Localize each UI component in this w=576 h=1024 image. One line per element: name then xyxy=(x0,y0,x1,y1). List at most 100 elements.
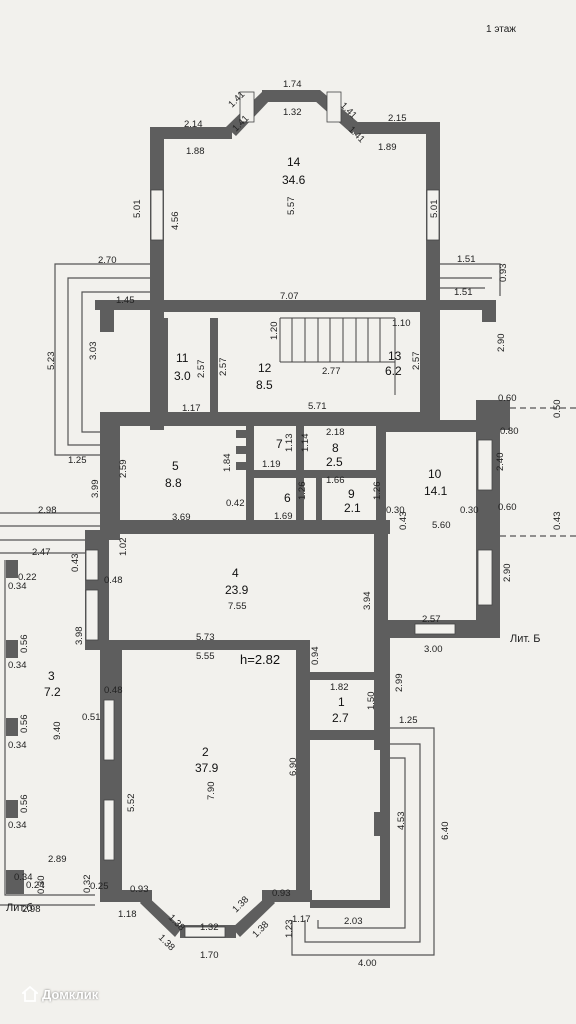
dimension-label: 3.99 xyxy=(90,480,101,499)
dimension-label: 1.02 xyxy=(118,538,129,557)
room-area: 14.1 xyxy=(424,484,448,498)
room-area: 8.5 xyxy=(256,378,273,392)
dimension-label: 2.70 xyxy=(98,255,117,266)
dimension-label: 0.43 xyxy=(398,512,409,531)
dimension-label: 2.03 xyxy=(344,916,363,927)
dimension-label: 2.90 xyxy=(496,334,507,353)
room-area: 7.2 xyxy=(44,685,61,699)
dimension-label: 1.25 xyxy=(68,455,87,466)
room-number: 14 xyxy=(287,155,301,169)
room-number: 4 xyxy=(232,566,239,580)
dimension-label: 0.48 xyxy=(104,685,123,696)
dimension-label: 3.03 xyxy=(88,342,99,361)
dimension-label: 0.22 xyxy=(18,572,37,583)
dimension-label: 2.47 xyxy=(32,547,51,558)
dimension-label: 1.18 xyxy=(118,909,137,920)
dimension-label: 5.01 xyxy=(429,200,440,219)
dimension-label: 1.19 xyxy=(262,459,281,470)
dimension-label: 1.88 xyxy=(186,146,205,157)
dimension-label: 5.73 xyxy=(196,632,215,643)
domclick-logo-icon xyxy=(22,986,38,1002)
dimension-label: 1.26 xyxy=(372,482,383,501)
dimension-label: 5.23 xyxy=(46,352,57,371)
dimension-label: 2.18 xyxy=(326,427,345,438)
dimension-label: 0.34 xyxy=(8,740,27,751)
dimension-label: 0.48 xyxy=(104,575,123,586)
dimension-label: 1.70 xyxy=(200,950,219,961)
dimension-label: 0.56 xyxy=(19,715,30,734)
room-area: 23.9 xyxy=(225,583,249,597)
dimension-label: 3.94 xyxy=(362,592,373,611)
dimension-label: 4.56 xyxy=(170,212,181,231)
dimension-label: 2.98 xyxy=(22,904,41,915)
dimension-label: 2.59 xyxy=(118,460,129,479)
dimension-label: 0.34 xyxy=(8,660,27,671)
dimension-label: 2.77 xyxy=(322,366,341,377)
dimension-label: 1.69 xyxy=(274,511,293,522)
dimension-label: 5.01 xyxy=(132,200,143,219)
dimension-label: 5.55 xyxy=(196,651,215,662)
dimension-label: 1.74 xyxy=(283,79,302,90)
room-number: 9 xyxy=(348,487,355,501)
dimension-label: 0.32 xyxy=(82,875,93,894)
dimension-label: 2.57 xyxy=(196,360,207,379)
dimension-label: 2.14 xyxy=(184,119,203,130)
room-area: 8.8 xyxy=(165,476,182,490)
dimension-label: 2.57 xyxy=(411,352,422,371)
dimension-label: 0.50 xyxy=(552,400,563,419)
dimension-label: 1.38 xyxy=(230,894,251,915)
dimension-label: 1.51 xyxy=(454,287,473,298)
dimension-label: 2.57 xyxy=(218,358,229,377)
dimension-label: 2.15 xyxy=(388,113,407,124)
room-number: 2 xyxy=(202,745,209,759)
dimension-label: 1.84 xyxy=(222,454,233,473)
dimension-label: 2.98 xyxy=(38,505,57,516)
dimension-label: 3.69 xyxy=(172,512,191,523)
dimension-label: 2.89 xyxy=(48,854,67,865)
dimension-label: 6.90 xyxy=(288,758,299,777)
room-labels: 14 34.6 11 3.0 12 8.5 13 6.2 5 8.8 7 8 2… xyxy=(44,155,448,775)
porch-outlines xyxy=(0,263,576,956)
room-area: 37.9 xyxy=(195,761,219,775)
dimension-label: 1.89 xyxy=(378,142,397,153)
dimension-label: 0.56 xyxy=(19,795,30,814)
dimension-label: 6.40 xyxy=(440,822,451,841)
room-number: 6 xyxy=(284,491,291,505)
room-number: 13 xyxy=(388,349,402,363)
dimension-label: 5.57 xyxy=(286,197,297,216)
dimension-label: 0.34 xyxy=(8,581,27,592)
dimension-label: 1.17 xyxy=(182,403,201,414)
dimension-label: 4.53 xyxy=(396,812,407,831)
room-number: 1 xyxy=(338,695,345,709)
dimension-label: 0.43 xyxy=(70,554,81,573)
dimension-label: 1.32 xyxy=(283,107,302,118)
dimension-label: 1.25 xyxy=(399,715,418,726)
room-number: 3 xyxy=(48,669,55,683)
room-number: 5 xyxy=(172,459,179,473)
dimension-label: 3.00 xyxy=(424,644,443,655)
dimension-label: 0.43 xyxy=(552,512,563,531)
room-area: 2.7 xyxy=(332,711,349,725)
floor-label: 1 этаж xyxy=(486,24,516,35)
windows xyxy=(85,91,493,938)
room-area: 2.1 xyxy=(344,501,361,515)
room-area: 34.6 xyxy=(282,173,306,187)
dimension-label: 1.82 xyxy=(330,682,349,693)
porch-label: Лит.б xyxy=(6,902,33,914)
dimension-label: 5.60 xyxy=(432,520,451,531)
room-number: 10 xyxy=(428,467,442,481)
staircase xyxy=(279,317,396,395)
dimension-label: 0.51 xyxy=(82,712,101,723)
dimension-label: 3.98 xyxy=(74,627,85,646)
dimension-label: 0.56 xyxy=(19,635,30,654)
dimension-label: 7.55 xyxy=(228,601,247,612)
room-area: 3.0 xyxy=(174,369,191,383)
dimension-label: 0.34 xyxy=(8,820,27,831)
watermark: Домклик xyxy=(22,986,98,1002)
dimension-label: 0.30 xyxy=(36,876,47,895)
dimension-label: 0.34 xyxy=(14,872,33,883)
room-number: 7 xyxy=(276,437,283,451)
dimension-label: 1.26 xyxy=(297,482,308,501)
dimension-label: 7.90 xyxy=(206,782,217,801)
